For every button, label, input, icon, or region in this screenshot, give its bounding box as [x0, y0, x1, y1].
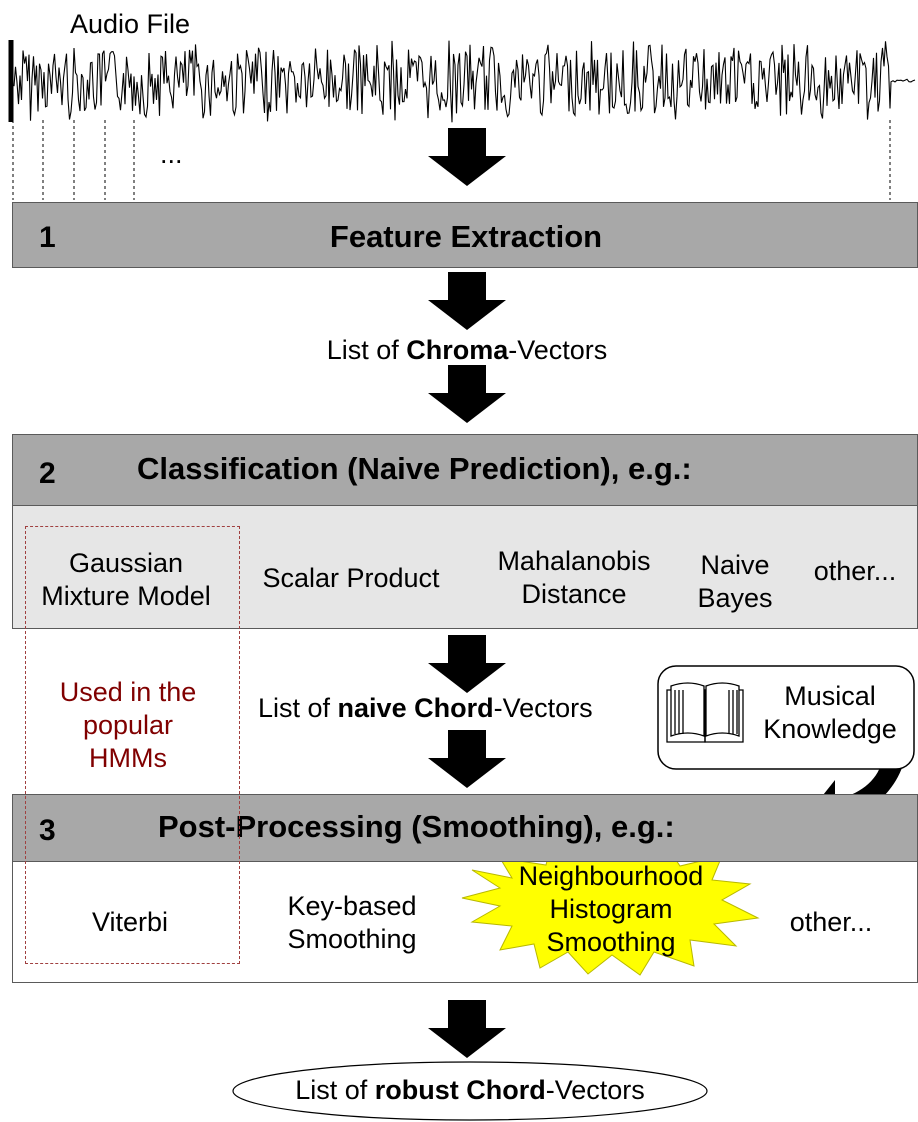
arrow-down-icon	[428, 1000, 506, 1058]
frames-ellipsis: ...	[160, 139, 183, 169]
method-viterbi: Viterbi	[91, 907, 169, 937]
stage3-title: Post-Processing (Smoothing), e.g.:	[158, 809, 675, 844]
stage2-bar: 2 Classification (Naive Prediction), e.g…	[12, 434, 918, 506]
method-neighbourhood-histogram: Neighbourhood Histogram Smoothing	[518, 861, 704, 957]
arrow-down-icon	[428, 272, 506, 330]
audio-file-label: Audio File	[70, 9, 191, 39]
stage2-title: Classification (Naive Prediction), e.g.:	[137, 451, 692, 486]
stage1-number: 1	[39, 221, 56, 254]
robust-chord-vectors-label: List of robust Chord-Vectors	[295, 1075, 645, 1105]
arrow-down-icon	[428, 730, 506, 788]
hmm-note: Used in the popular HMMs	[59, 677, 197, 773]
stage1-bar: 1 Feature Extraction	[12, 202, 918, 268]
arrow-down-icon	[428, 635, 506, 693]
book-icon	[666, 682, 744, 743]
naive-chord-vectors-label: List of naive Chord-Vectors	[258, 693, 593, 723]
audio-waveform	[8, 40, 916, 123]
arrow-down-icon	[428, 128, 506, 186]
stage3-bar: 3 Post-Processing (Smoothing), e.g.:	[12, 794, 918, 862]
chroma-vectors-label: List of Chroma-Vectors	[326, 335, 608, 365]
arrow-down-icon	[428, 365, 506, 423]
frame-markers	[12, 120, 891, 200]
stage1-title: Feature Extraction	[329, 219, 603, 254]
hmm-dashed-box	[25, 526, 240, 964]
stage3-number: 3	[39, 814, 56, 847]
method-other-stage3: other...	[789, 907, 873, 937]
stage2-methods-panel	[12, 505, 918, 629]
method-scalar-product: Scalar Product	[262, 563, 440, 593]
method-other-stage2: other...	[813, 556, 897, 586]
stage2-number: 2	[39, 457, 56, 490]
